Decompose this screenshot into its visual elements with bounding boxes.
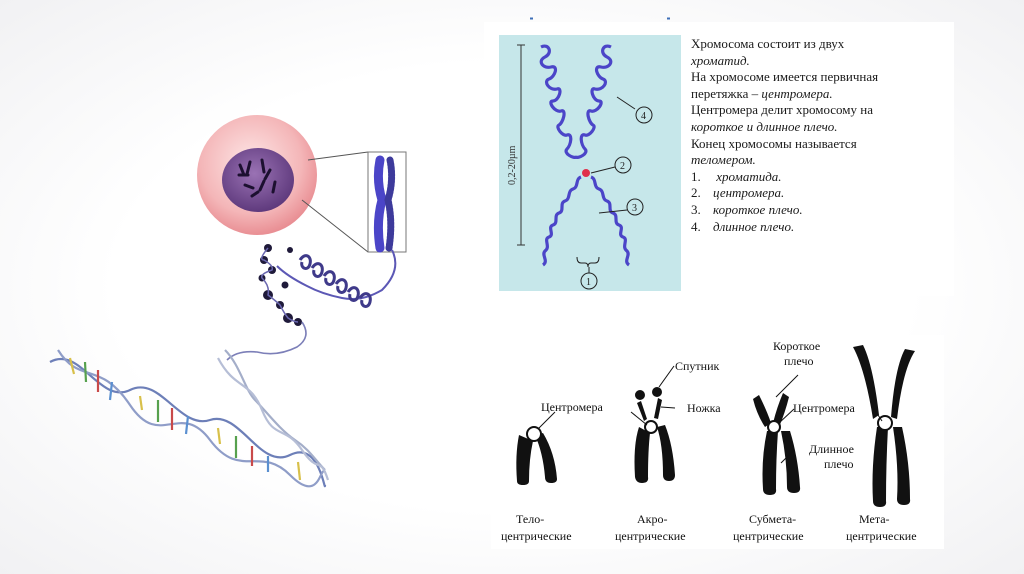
chromosome-types-svg — [516, 345, 915, 507]
list-item: 3.короткое плечо. — [691, 201, 803, 217]
chromatin-fiber — [276, 249, 397, 300]
chromosome-description: Хромосома состоит из двух хроматид. На х… — [691, 36, 953, 235]
nucleus-chromosomes — [237, 158, 277, 198]
desc-line-2: хроматид. — [691, 52, 750, 68]
label-stalk: Ножка — [687, 401, 721, 415]
label-centromere-telo: Центромера — [541, 400, 603, 414]
label-long-arm-1: Длинное — [809, 442, 854, 456]
nucleus — [222, 148, 294, 212]
desc-line-3: На хромосоме имеется первичная — [691, 69, 879, 85]
type-name-telo-2: центрические — [501, 529, 572, 543]
desc-line-7: Конец хромосомы называется — [691, 135, 857, 151]
callout-3: 3 — [632, 203, 637, 214]
scale-label: 0,2-20µm — [507, 145, 518, 185]
chromosome-diagram-svg: 0,2-20µm — [507, 44, 653, 290]
chromatid-coils — [539, 44, 631, 267]
label-centromere-sub: Центромера — [793, 401, 855, 415]
chromosome-types-panel: Центромера Спутник Ножка Короткое плечо … — [491, 335, 944, 549]
chromosome-diagram: 0,2-20µm — [499, 35, 681, 291]
zoom-chromatid-right — [384, 156, 396, 252]
label-short-arm-1: Короткое — [773, 339, 821, 353]
centromere-mark — [582, 169, 590, 177]
desc-line-6: короткое и длинное плечо. — [691, 118, 838, 134]
arm-lower-left — [541, 175, 582, 267]
type-name-meta-2: центрические — [846, 529, 917, 543]
arm-upper-left — [539, 44, 578, 159]
callout-1: 1 — [586, 277, 591, 288]
acrocentric-chromosome — [634, 387, 675, 483]
label-short-arm-2: плечо — [784, 354, 814, 368]
type-name-acro-2: центрические — [615, 529, 686, 543]
desc-line-1: Хромосома состоит из двух — [691, 36, 845, 51]
submetacentric-chromosome — [753, 393, 801, 495]
chromatin-dna-illustration — [49, 115, 407, 488]
telocentric-chromosome — [516, 426, 557, 485]
type-name-sub-2: центрические — [733, 529, 804, 543]
list-item: 1. хроматида. — [691, 168, 782, 184]
label-satellite: Спутник — [675, 359, 720, 373]
desc-line-8: теломером. — [691, 152, 756, 168]
type-pointer-lines — [537, 365, 883, 464]
callout-4: 4 — [641, 111, 646, 122]
label-long-arm-2: плечо — [824, 457, 854, 471]
dna-double-helix — [49, 349, 330, 488]
list-item: 2.центромера. — [691, 185, 785, 201]
type-name-telo-1: Телo- — [516, 512, 545, 526]
list-item: 4.длинное плечо. — [691, 218, 795, 234]
desc-line-4a: перетяжка – — [691, 85, 762, 101]
desc-line-4b: центромера. — [761, 85, 833, 101]
metacentric-chromosome — [853, 345, 915, 507]
type-name-acro-1: Акро- — [637, 512, 668, 526]
type-name-meta-1: Мета- — [859, 512, 890, 526]
top-accent-mark — [530, 17, 670, 20]
type-name-sub-1: Субмета- — [749, 512, 797, 526]
chromatin-coil — [298, 254, 372, 308]
arm-upper-right — [574, 44, 613, 159]
desc-line-5: Центромера делит хромосому на — [691, 102, 874, 118]
chromosome-structure-panel: 0,2-20µm — [484, 22, 954, 296]
nucleosomes — [258, 244, 302, 326]
callout-2: 2 — [620, 161, 625, 172]
arm-lower-right — [590, 175, 631, 267]
dna-base-pairs — [68, 357, 302, 481]
zoom-chromatid-left — [373, 155, 387, 253]
linker-dna — [226, 321, 307, 361]
